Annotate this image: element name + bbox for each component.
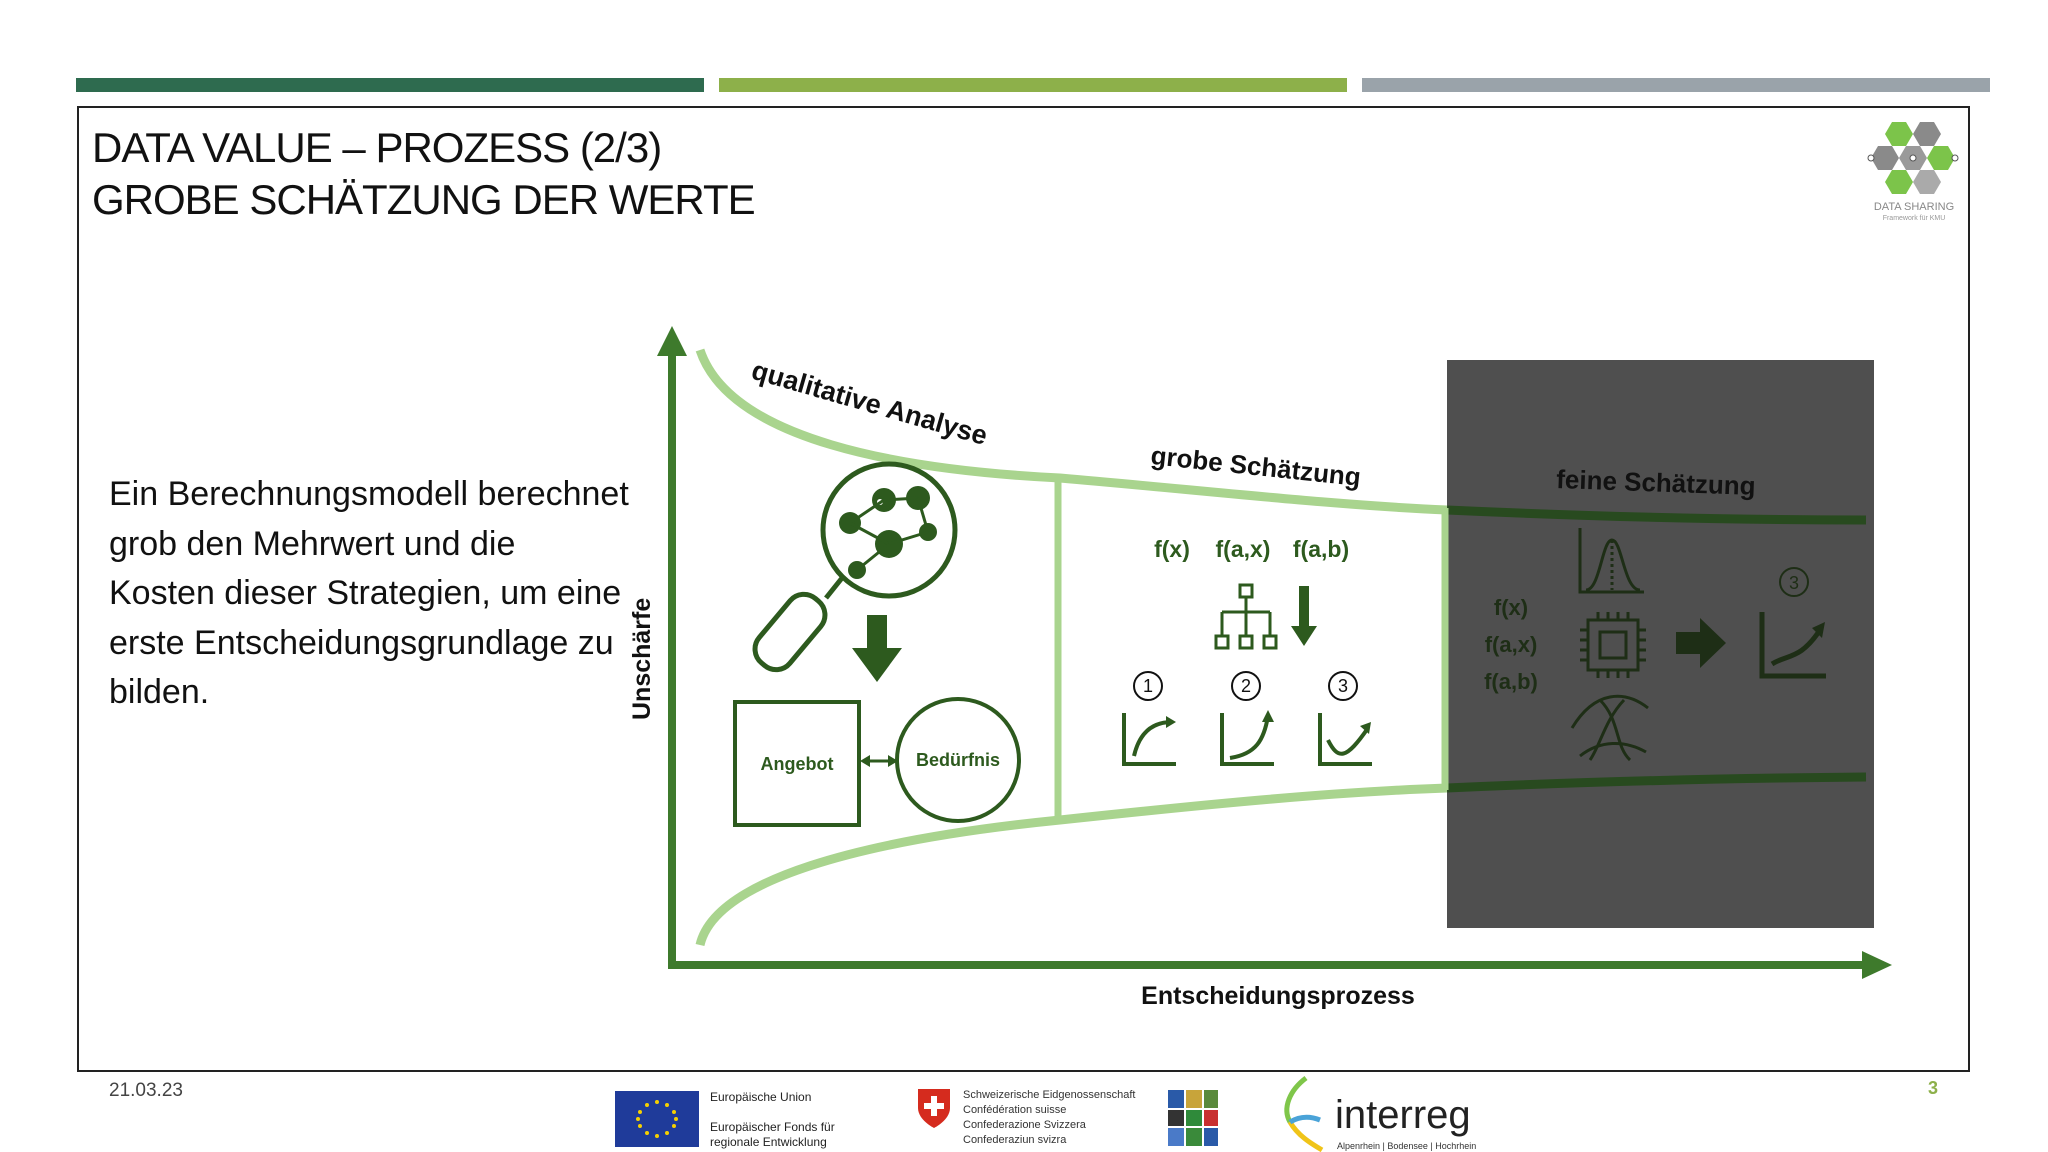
- bell-curve-icon: [1578, 528, 1644, 594]
- beduerfnis-circle: [895, 697, 1021, 823]
- page-number: 3: [1928, 1078, 1939, 1098]
- lower-curve-dark: [1446, 772, 1867, 793]
- logo-subtext: Framework für KMU: [1883, 215, 1946, 222]
- canton-crests-icon: [1168, 1090, 1218, 1146]
- fine-growth-curve-icon: [1759, 612, 1826, 679]
- y-axis-arrow: [657, 326, 687, 356]
- interreg-text: interreg: [1335, 1093, 1471, 1137]
- cpu-icon: [1580, 612, 1646, 678]
- fine-estimate-box: [1447, 360, 1874, 928]
- y-axis-label: Unschärfe: [628, 598, 656, 720]
- fine-step-3: 3: [1789, 573, 1799, 593]
- top-bar-grey: [1362, 78, 1990, 92]
- beduerfnis-label: Bedürfnis: [916, 750, 1000, 770]
- ch-text-1: Schweizerische Eidgenossenschaft: [963, 1089, 1135, 1101]
- growth-curve-icon-3: [1318, 713, 1372, 766]
- function-fab: f(a,b): [1293, 536, 1349, 562]
- slide-title: DATA VALUE – PROZESS (2/3) GROBE SCHÄTZU…: [92, 122, 756, 226]
- function-fx: f(x): [1154, 536, 1190, 562]
- ch-text-3: Confederazione Svizzera: [963, 1119, 1087, 1131]
- function-fax: f(a,x): [1216, 536, 1271, 562]
- double-arrow-icon: [860, 755, 898, 767]
- top-bar-light-green: [719, 78, 1347, 92]
- title-line-1: DATA VALUE – PROZESS (2/3): [92, 124, 662, 171]
- logo-text: DATA SHARING: [1874, 201, 1954, 213]
- hexagon-cluster-icon: [1867, 122, 1959, 194]
- angebot-box: [733, 700, 861, 827]
- step-3: 3: [1338, 676, 1348, 696]
- step-markers: 1 2 3: [1133, 671, 1358, 701]
- down-arrow-icon: [852, 615, 902, 682]
- grob-down-arrow-icon: [1291, 586, 1317, 646]
- eu-text-2: Europäischer Fonds für: [710, 1120, 835, 1134]
- shuffle-icon: [1570, 694, 1649, 762]
- slide-frame: [77, 106, 1970, 1072]
- eu-text-3: regionale Entwicklung: [710, 1135, 827, 1149]
- functions-row: f(x) f(a,x) f(a,b): [1154, 536, 1349, 562]
- swiss-shield-icon: [918, 1089, 950, 1128]
- interreg-subtext: Alpenrhein | Bodensee | Hochrhein: [1337, 1141, 1476, 1151]
- upper-curve: [695, 348, 1448, 515]
- data-sharing-logo: DATA SHARING Framework für KMU: [1867, 122, 1959, 222]
- x-axis-arrow: [1862, 951, 1892, 979]
- angebot-label: Angebot: [761, 754, 834, 774]
- phase-label-fein: feine Schätzung: [1556, 464, 1756, 501]
- fine-functions: f(x) f(a,x) f(a,b): [1484, 595, 1538, 694]
- growth-curve-icon-1: [1122, 713, 1176, 766]
- step-1: 1: [1143, 676, 1153, 696]
- body-text: Ein Berechnungsmodell berechnet grob den…: [109, 475, 629, 711]
- hierarchy-icon: [1214, 583, 1278, 650]
- eu-flag-icon: [615, 1091, 699, 1147]
- upper-curve-dark: [1446, 505, 1867, 525]
- fine-function-fx: f(x): [1494, 595, 1528, 620]
- network-magnifier-icon: [752, 461, 958, 673]
- top-bar-dark-green: [76, 78, 704, 92]
- title-line-2: GROBE SCHÄTZUNG DER WERTE: [92, 176, 756, 223]
- step-2: 2: [1241, 676, 1251, 696]
- slide-date: 21.03.23: [109, 1080, 183, 1101]
- fine-function-fab: f(a,b): [1484, 669, 1538, 694]
- fine-function-fax: f(a,x): [1485, 632, 1538, 657]
- growth-curve-icon-2: [1220, 710, 1274, 766]
- ch-text-2: Confédération suisse: [963, 1104, 1066, 1116]
- interreg-logo-icon: [1284, 1076, 1324, 1152]
- x-axis-label: Entscheidungsprozess: [1141, 982, 1415, 1010]
- right-arrow-icon: [1676, 618, 1726, 668]
- ch-text-4: Confederaziun svizra: [963, 1134, 1067, 1146]
- eu-text-1: Europäische Union: [710, 1090, 811, 1104]
- fine-step-marker: 3: [1779, 567, 1809, 597]
